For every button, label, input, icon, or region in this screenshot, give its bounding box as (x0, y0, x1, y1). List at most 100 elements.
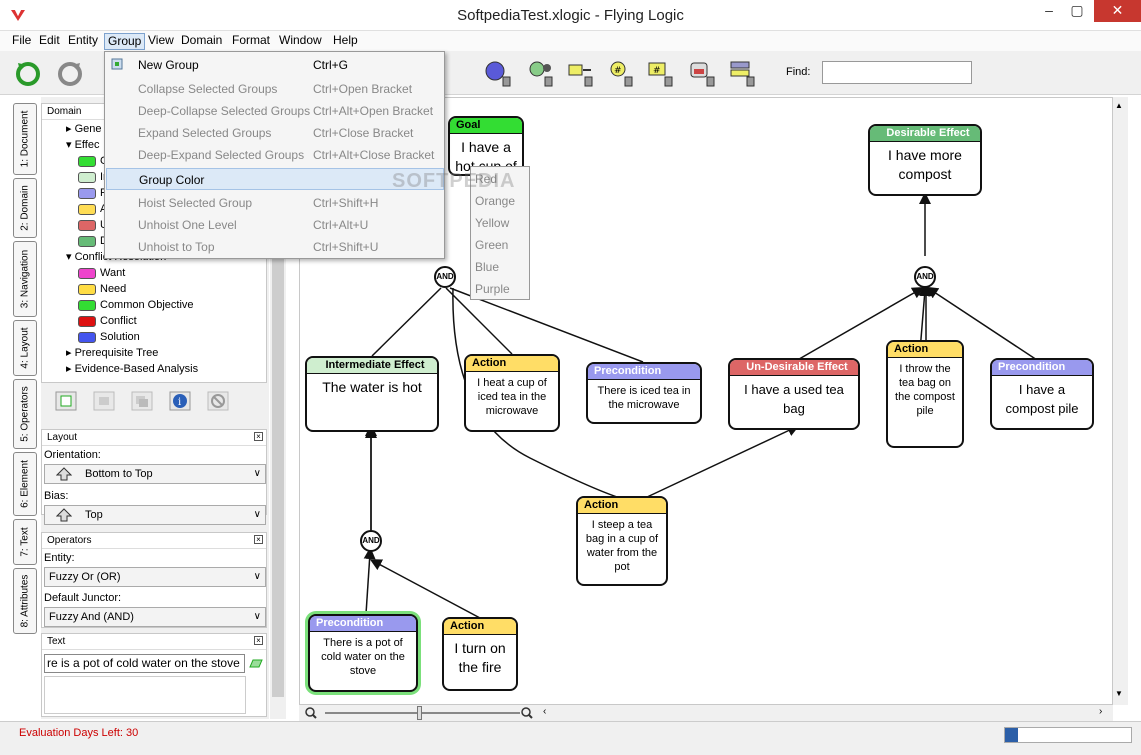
tree-item[interactable]: ▸ Evidence-Based Analysis (66, 362, 198, 377)
color-blue[interactable]: Blue (475, 260, 500, 274)
junctor-and[interactable]: AND (914, 266, 936, 288)
tree-item[interactable]: Want (78, 266, 125, 281)
zoom-slider-thumb[interactable] (417, 706, 422, 720)
collapse-arrow-icon[interactable]: ▸ (66, 123, 75, 135)
zoom-slider[interactable] (325, 712, 520, 714)
undo-icon[interactable] (14, 59, 42, 87)
scroll-right-icon[interactable]: › (1099, 706, 1103, 717)
color-red[interactable]: Red (475, 172, 498, 186)
tree-item[interactable]: Common Objective (78, 298, 194, 313)
duplicate-class-icon[interactable] (131, 391, 153, 411)
menu-view[interactable]: View (148, 33, 174, 47)
tree-item[interactable]: ▸ Prerequisite Tree (66, 346, 158, 361)
menu-group[interactable]: Group (104, 33, 146, 50)
close-icon[interactable]: × (254, 535, 263, 544)
annotation-icon[interactable] (688, 59, 716, 87)
insert-entity-icon[interactable] (566, 59, 594, 87)
tab-layout[interactable]: 4: Layout (13, 320, 37, 376)
entity-operator-select[interactable]: Fuzzy Or (OR)∨ (44, 567, 266, 587)
edit-icon[interactable] (248, 658, 264, 668)
scroll-down-icon[interactable]: ▼ (1115, 689, 1123, 698)
zoom-in-icon[interactable] (521, 707, 533, 719)
color-yellow[interactable]: Yellow (475, 216, 510, 230)
tree-item[interactable]: Solution (78, 330, 140, 345)
color-orange[interactable]: Orange (475, 194, 516, 208)
collapse-arrow-icon[interactable]: ▸ (66, 363, 75, 375)
tree-item[interactable]: D (78, 234, 108, 249)
menu-item-group-color[interactable]: Group Color (106, 168, 444, 190)
default-junctor-select[interactable]: Fuzzy And (AND)∨ (44, 607, 266, 627)
menu-domain[interactable]: Domain (181, 33, 223, 47)
close-button[interactable]: ✕ (1094, 0, 1141, 22)
color-purple[interactable]: Purple (475, 282, 510, 296)
collapse-arrow-icon[interactable]: ▸ (66, 347, 75, 359)
tree-item[interactable]: U (78, 218, 108, 233)
tree-item[interactable]: A (78, 202, 107, 217)
menu-file[interactable]: File (12, 33, 32, 47)
tree-item[interactable]: ▸ Gene (66, 122, 102, 137)
scroll-up-icon[interactable]: ▲ (1115, 101, 1123, 110)
tab-operators[interactable]: 5: Operators (13, 379, 37, 449)
junctor-and[interactable]: AND (360, 530, 382, 552)
new-entity-icon[interactable] (484, 59, 512, 87)
bias-select[interactable]: Top∨ (44, 505, 266, 525)
redo-icon[interactable] (56, 59, 84, 87)
tab-navigation[interactable]: 3: Navigation (13, 241, 37, 317)
expand-arrow-icon[interactable]: ▾ (66, 139, 75, 151)
tab-text[interactable]: 7: Text (13, 519, 37, 565)
entity-value-icon[interactable]: # (646, 59, 674, 87)
scroll-thumb[interactable] (272, 257, 284, 697)
group-icon[interactable] (728, 59, 756, 87)
orientation-select[interactable]: Bottom to Top∨ (44, 464, 266, 484)
menu-entity[interactable]: Entity (68, 33, 99, 47)
tab-attributes[interactable]: 8: Attributes (13, 568, 37, 634)
tree-item[interactable]: ▾ Effec (66, 138, 99, 153)
tree-item[interactable]: P (78, 186, 107, 201)
expand-arrow-icon[interactable]: ▾ (66, 251, 75, 263)
close-icon[interactable]: × (254, 432, 263, 441)
tab-document[interactable]: 1: Document (13, 103, 37, 175)
info-icon[interactable]: i (169, 391, 191, 411)
tab-element[interactable]: 6: Element (13, 452, 37, 516)
zoom-out-icon[interactable] (305, 707, 317, 719)
maximize-button[interactable]: ▢ (1070, 2, 1084, 18)
new-junctor-icon[interactable] (526, 59, 554, 87)
menu-help[interactable]: Help (333, 33, 358, 47)
edit-class-icon[interactable] (93, 391, 115, 411)
menu-format[interactable]: Format (232, 33, 271, 47)
menu-window[interactable]: Window (279, 33, 322, 47)
find-input[interactable] (822, 61, 972, 84)
edge-weight-icon[interactable]: # (606, 59, 634, 87)
junctor-and[interactable]: AND (434, 266, 456, 288)
add-class-icon[interactable] (55, 391, 77, 411)
minimize-button[interactable]: – (1045, 2, 1053, 18)
tree-item[interactable]: Need (78, 282, 126, 297)
color-green[interactable]: Green (475, 238, 509, 252)
scroll-left-icon[interactable]: ‹ (543, 706, 547, 717)
note-textarea[interactable] (44, 676, 246, 714)
delete-class-icon[interactable] (207, 391, 229, 411)
tab-domain[interactable]: 2: Domain (13, 178, 37, 238)
canvas-vertical-scrollbar[interactable]: ▲ ▼ (1113, 97, 1128, 705)
title-text-input[interactable]: re is a pot of cold water on the stove (44, 654, 245, 673)
tree-item[interactable]: Conflict (78, 314, 137, 329)
close-icon[interactable]: × (254, 636, 263, 645)
menu-edit[interactable]: Edit (39, 33, 60, 47)
